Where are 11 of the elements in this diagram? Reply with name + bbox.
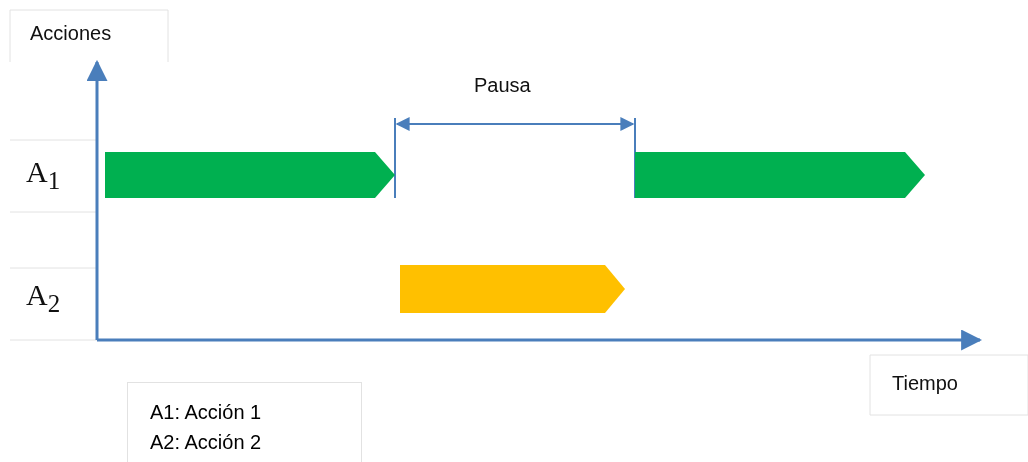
axis-label: Tiempo [892,372,958,395]
row-label: A$_{1}$ [26,155,61,195]
key-entry: A2: Acción 2 [150,430,262,455]
key-box [127,382,362,462]
dimension-label: Pausa [474,74,531,97]
action-bar [635,152,925,198]
key-entry: A1: Acción 1 [150,400,262,425]
row-label: A$_{2}$ [26,278,61,318]
axis-label: Acciones [30,22,112,45]
action-bar [105,152,395,198]
action-bar [400,265,625,313]
